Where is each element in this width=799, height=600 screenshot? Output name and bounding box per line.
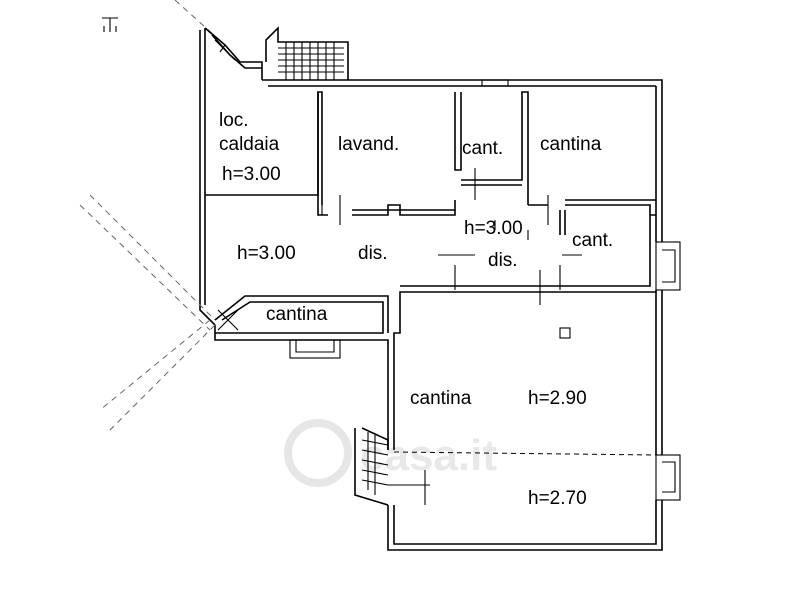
watermark-text: casa.it: [360, 431, 497, 480]
label-height-large: h=2.90: [528, 388, 587, 409]
label-dis-center: dis.: [488, 250, 518, 271]
north-marker-icon: [102, 17, 118, 32]
label-cantina-top-right: cantina: [540, 134, 602, 155]
label-lavanderia: lavand.: [338, 134, 399, 155]
label-cantina-small: cantina: [266, 304, 328, 325]
label-height-left: h=3.00: [237, 243, 296, 264]
outer-walls: [199, 28, 663, 551]
room-lavanderia: [317, 92, 462, 225]
room-labels: loc. caldaia h=3.00 lavand. cant. cantin…: [219, 110, 613, 509]
corridor: [318, 205, 541, 305]
stairs-top-icon: [265, 26, 349, 80]
site-boundary-lines: [79, 0, 657, 456]
label-cant-right: cant.: [572, 230, 613, 251]
label-height-center: h=3.00: [464, 218, 523, 239]
label-loc-caldaia-height: h=3.00: [222, 164, 281, 185]
label-cantina-large: cantina: [410, 388, 472, 409]
label-height-lower: h=2.70: [528, 488, 587, 509]
label-dis-left: dis.: [358, 243, 388, 264]
room-cant-right: [559, 210, 681, 291]
label-loc: loc.: [219, 110, 249, 131]
room-cantina-top-right: [528, 195, 656, 225]
room-cantina-large: [559, 327, 681, 501]
stairs-bottom-icon: [354, 427, 430, 506]
label-caldaia: caldaia: [219, 134, 280, 155]
room-cant-top: [461, 79, 529, 205]
watermark: casa.it: [284, 419, 497, 487]
label-cant-top: cant.: [462, 138, 503, 159]
room-cantina-small: [214, 295, 389, 359]
